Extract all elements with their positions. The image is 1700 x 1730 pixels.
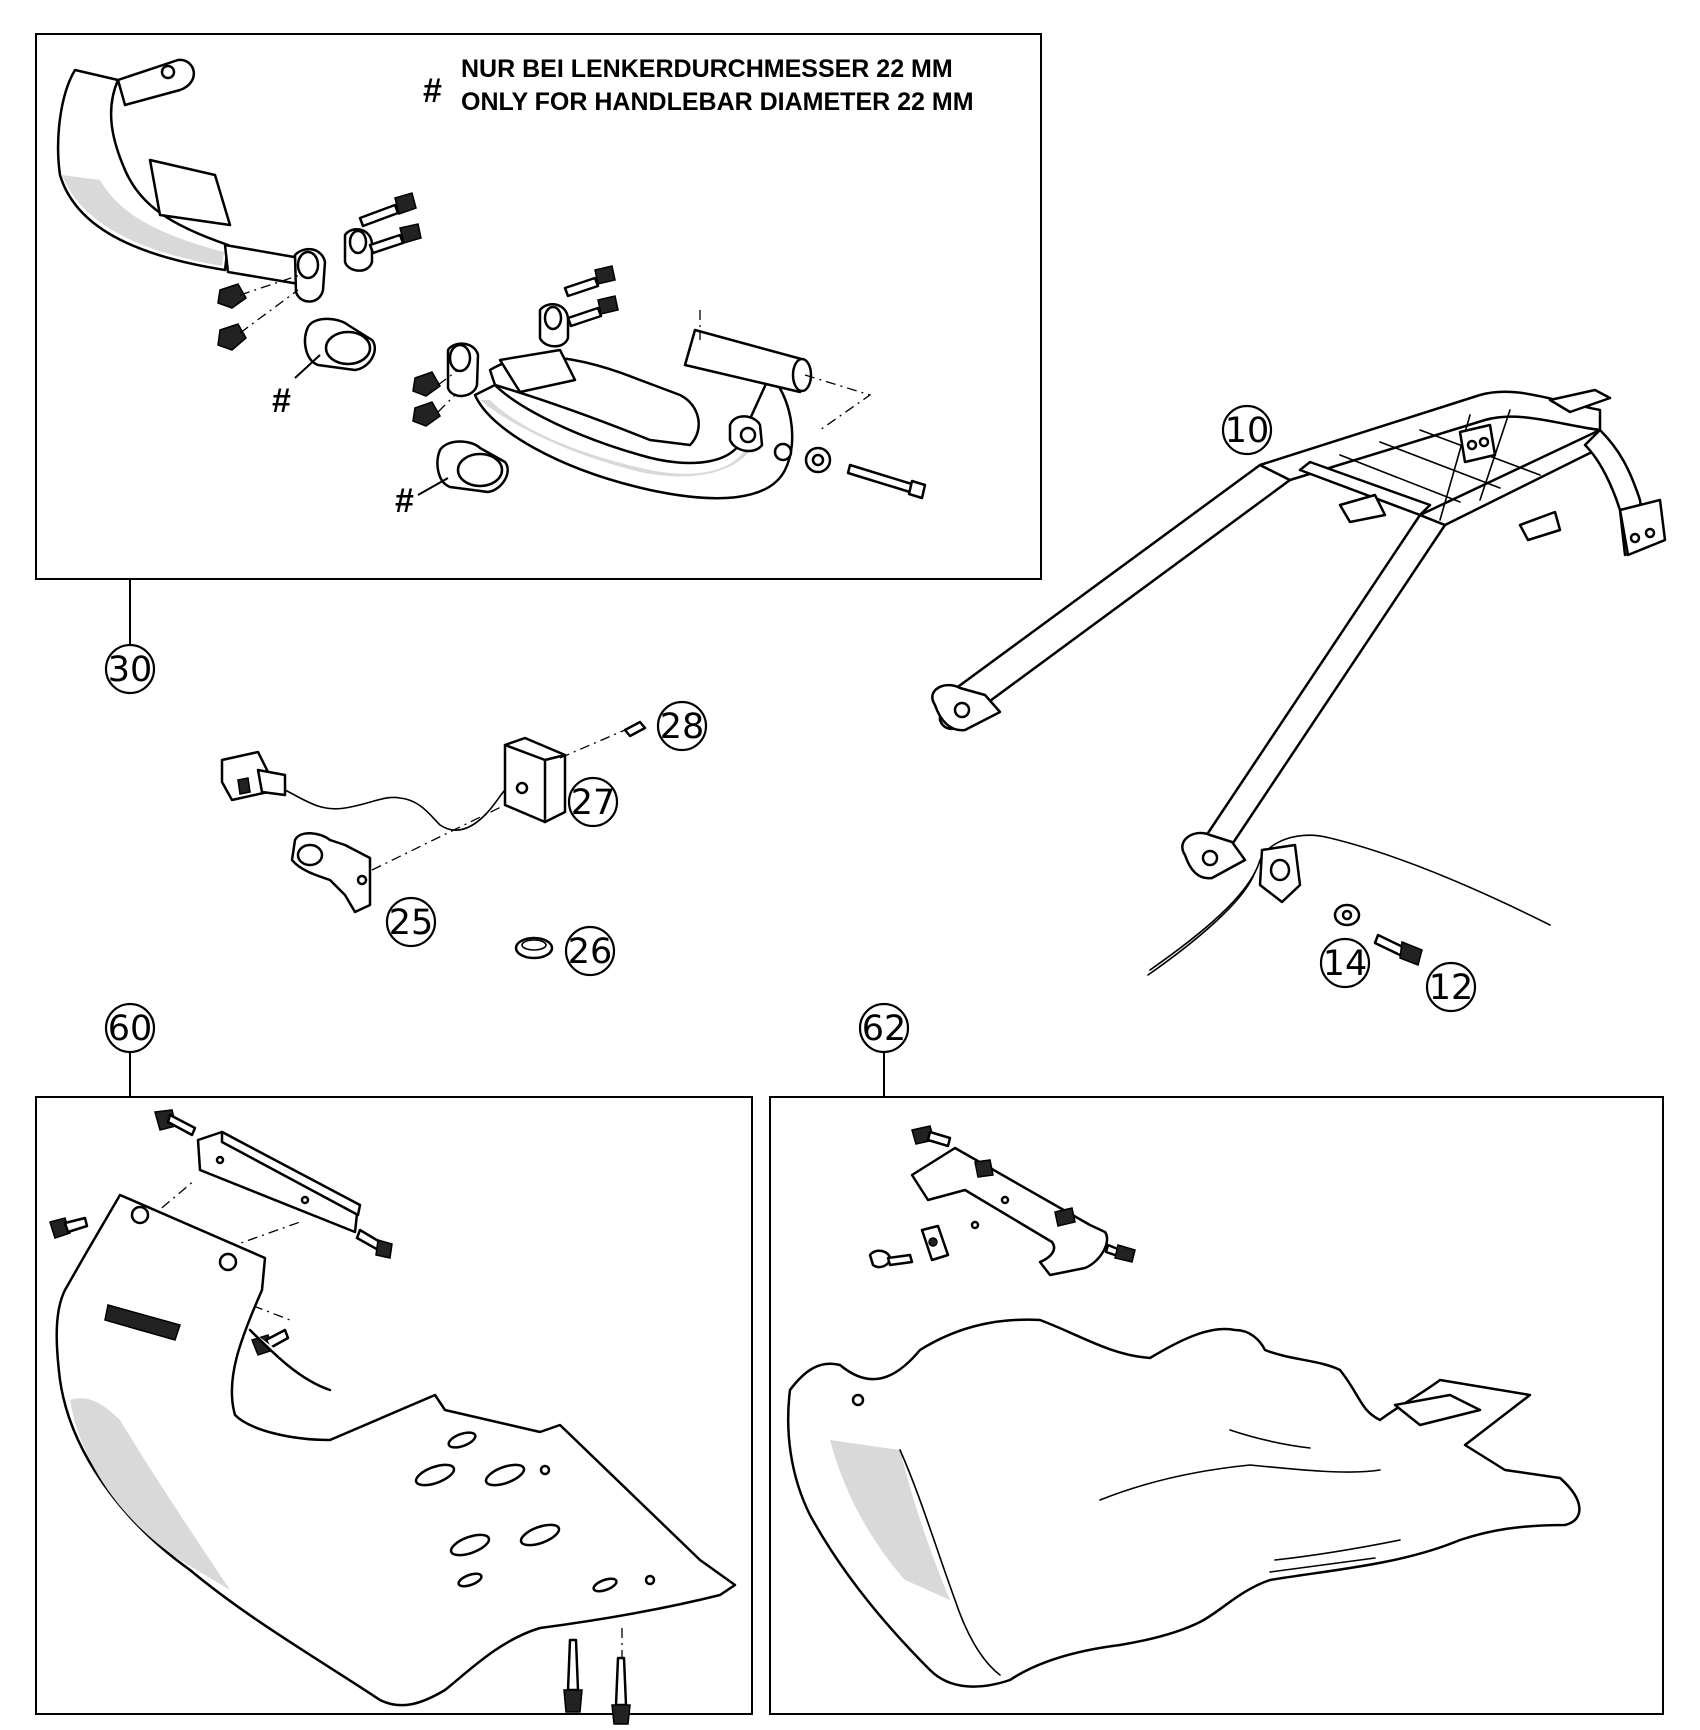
callout-14: 14 [1319,937,1371,989]
rear-fender-section [1147,834,1551,976]
svg-text:10: 10 [1225,411,1270,451]
skid-plate-bolts [49,1109,393,1356]
switch-screw [559,720,647,759]
note-line-german: NUR BEI LENKERDURCHMESSER 22 MM [461,55,953,83]
group-60-frame [35,1096,753,1715]
right-clamp [446,303,570,398]
callout-12: 12 [1425,961,1477,1013]
left-clamp [293,228,374,303]
svg-text:30: 30 [108,650,153,690]
svg-text:27: 27 [571,783,616,823]
svg-text:14: 14 [1323,944,1368,984]
skid-plate-body [55,1193,737,1707]
svg-text:62: 62 [862,1009,907,1049]
right-clamp-bolts [563,265,619,328]
rubber-plug [514,936,554,960]
group-60-skid-plate [35,1096,753,1725]
left-clamp-nuts [217,283,247,351]
group-62-frame [769,1096,1664,1715]
callout-25: 25 [385,896,437,948]
connector-plug [220,750,287,802]
switch-bracket [290,804,506,914]
skid-plate-lower-bolts [563,1628,631,1725]
callout-28: 28 [656,700,708,752]
handlebar-end-tube [683,310,872,431]
right-spacer-sleeve [417,440,509,496]
mounting-bar [196,1130,362,1234]
group-30-handguards: # NUR BEI LENKERDURCHMESSER 22 MM ONLY F… [35,33,1042,645]
skid-plate-slots [414,1431,656,1593]
callout-27: 27 [567,776,619,828]
hash-mark-right: # [395,482,414,520]
luggage-rack [931,388,1667,880]
svg-text:60: 60 [108,1009,153,1049]
switch-cable [284,789,506,831]
left-handguard [56,58,307,287]
note-line-english: ONLY FOR HANDLEBAR DIAMETER 22 MM [461,88,974,116]
group-62-engine-guard [769,1096,1664,1715]
switch-housing [503,736,567,824]
right-clamp-nuts [412,371,441,427]
group-30-frame [35,33,1042,580]
callout-60: 60 [104,1002,156,1097]
fender-washer [1333,903,1361,927]
handguard-end-bolt [804,446,927,500]
fender-bolt [1373,933,1423,967]
left-spacer-sleeve [294,317,377,379]
bar-end-mount [728,415,764,453]
callout-26: 26 [564,925,616,977]
guard-clip-nut [868,1224,950,1269]
guard-bracket [910,1146,1109,1277]
left-clamp-bolts [358,192,422,255]
engine-guard-body [786,1318,1581,1688]
svg-text:12: 12 [1429,968,1474,1008]
right-assembly-line [437,369,459,413]
callout-30: 30 [104,643,156,695]
left-assembly-line [239,274,301,334]
callout-62: 62 [858,1002,910,1097]
hash-mark-left: # [272,382,291,420]
svg-text:28: 28 [660,707,705,747]
right-handguard [473,348,794,500]
note-hash-symbol: # [423,72,442,110]
guard-bracket-fasteners [911,1125,1136,1263]
callout-10: 10 [1221,404,1273,456]
svg-text:25: 25 [389,903,434,943]
svg-text:26: 26 [568,932,613,972]
